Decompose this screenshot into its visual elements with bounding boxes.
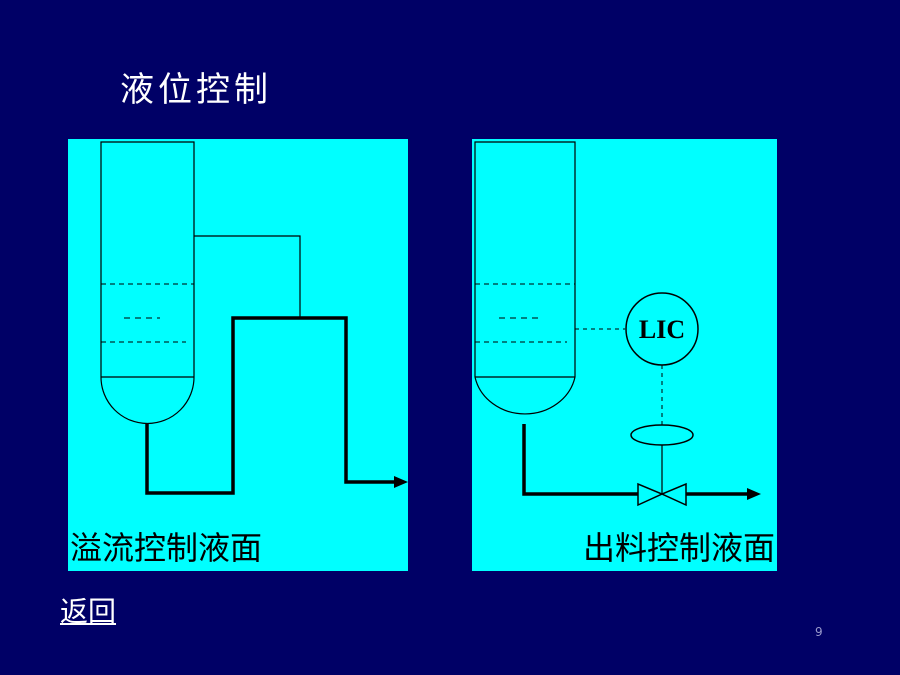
vessel-right [474, 141, 576, 415]
overflow-control-diagram: 溢流控制液面 [68, 139, 408, 571]
control-valve [637, 482, 664, 507]
outlet-arrow-right [747, 488, 761, 500]
discharge-caption: 出料控制液面 [582, 529, 775, 567]
overflow-caption: 溢流控制液面 [70, 529, 263, 567]
overflow-control-schematic [100, 141, 408, 495]
discharge-control-diagram: LIC 出料控制液面 [472, 139, 777, 571]
page-number: 9 [815, 625, 823, 639]
slide-title: 液位控制 [120, 70, 272, 110]
overflow-outlet-pipe [145, 316, 398, 495]
vessel-left [100, 141, 195, 425]
discharge-outlet-pipe [522, 424, 638, 496]
control-valve-right [660, 482, 687, 507]
lic-label: LIC [639, 315, 685, 344]
back-link[interactable]: 返回 [60, 595, 117, 628]
valve-actuator [630, 424, 694, 446]
outlet-arrow-left [394, 476, 408, 488]
discharge-control-schematic: LIC [474, 141, 761, 507]
vent-line [194, 235, 301, 318]
